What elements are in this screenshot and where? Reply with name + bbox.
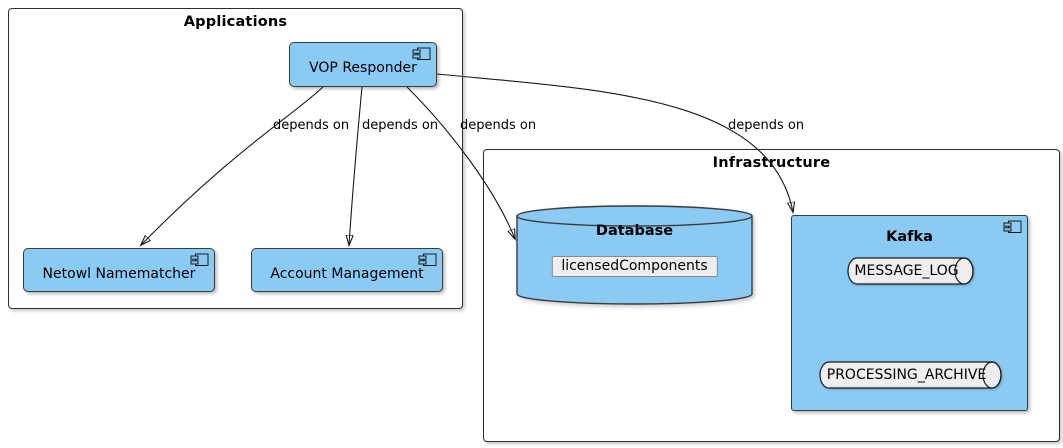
queue-processing-archive-label: PROCESSING_ARCHIVE — [826, 367, 987, 383]
component-vop-responder-label: VOP Responder — [309, 60, 417, 76]
component-icon — [418, 253, 437, 266]
cylinder-shape-icon — [516, 205, 753, 305]
queue-processing-archive: PROCESSING_ARCHIVE — [819, 361, 1002, 389]
package-applications-title: Applications — [183, 14, 288, 30]
component-icon — [1003, 220, 1022, 233]
component-netowl-namematcher: Netowl Namematcher — [23, 248, 215, 292]
component-netowl-namematcher-label: Netowl Namematcher — [42, 265, 196, 282]
component-vop-responder: VOP Responder — [289, 42, 437, 87]
component-icon — [412, 47, 431, 60]
queue-message-log: MESSAGE_LOG — [847, 257, 974, 285]
edge-label-depends-on-netowl: depends on — [273, 118, 350, 133]
kafka-title: Kafka — [886, 229, 933, 245]
edge-label-depends-on-database: depends on — [460, 118, 537, 133]
package-infrastructure-title: Infrastructure — [712, 155, 831, 171]
database-title: Database — [595, 223, 674, 239]
component-kafka: Kafka MESSAGE_LOG PROCESSING_ARCHIVE — [791, 215, 1028, 411]
queue-shape-icon — [819, 361, 1002, 389]
component-account-management: Account Management — [251, 248, 443, 292]
queue-message-log-label: MESSAGE_LOG — [854, 263, 959, 279]
component-icon — [190, 253, 209, 266]
component-account-management-label: Account Management — [270, 265, 424, 282]
queue-shape-icon — [847, 257, 974, 285]
database-item-licensedcomponents: licensedComponents — [551, 256, 718, 277]
database-cylinder: Database licensedComponents — [516, 205, 753, 305]
edge-label-depends-on-kafka: depends on — [728, 118, 805, 133]
edge-label-depends-on-account: depends on — [362, 118, 439, 133]
